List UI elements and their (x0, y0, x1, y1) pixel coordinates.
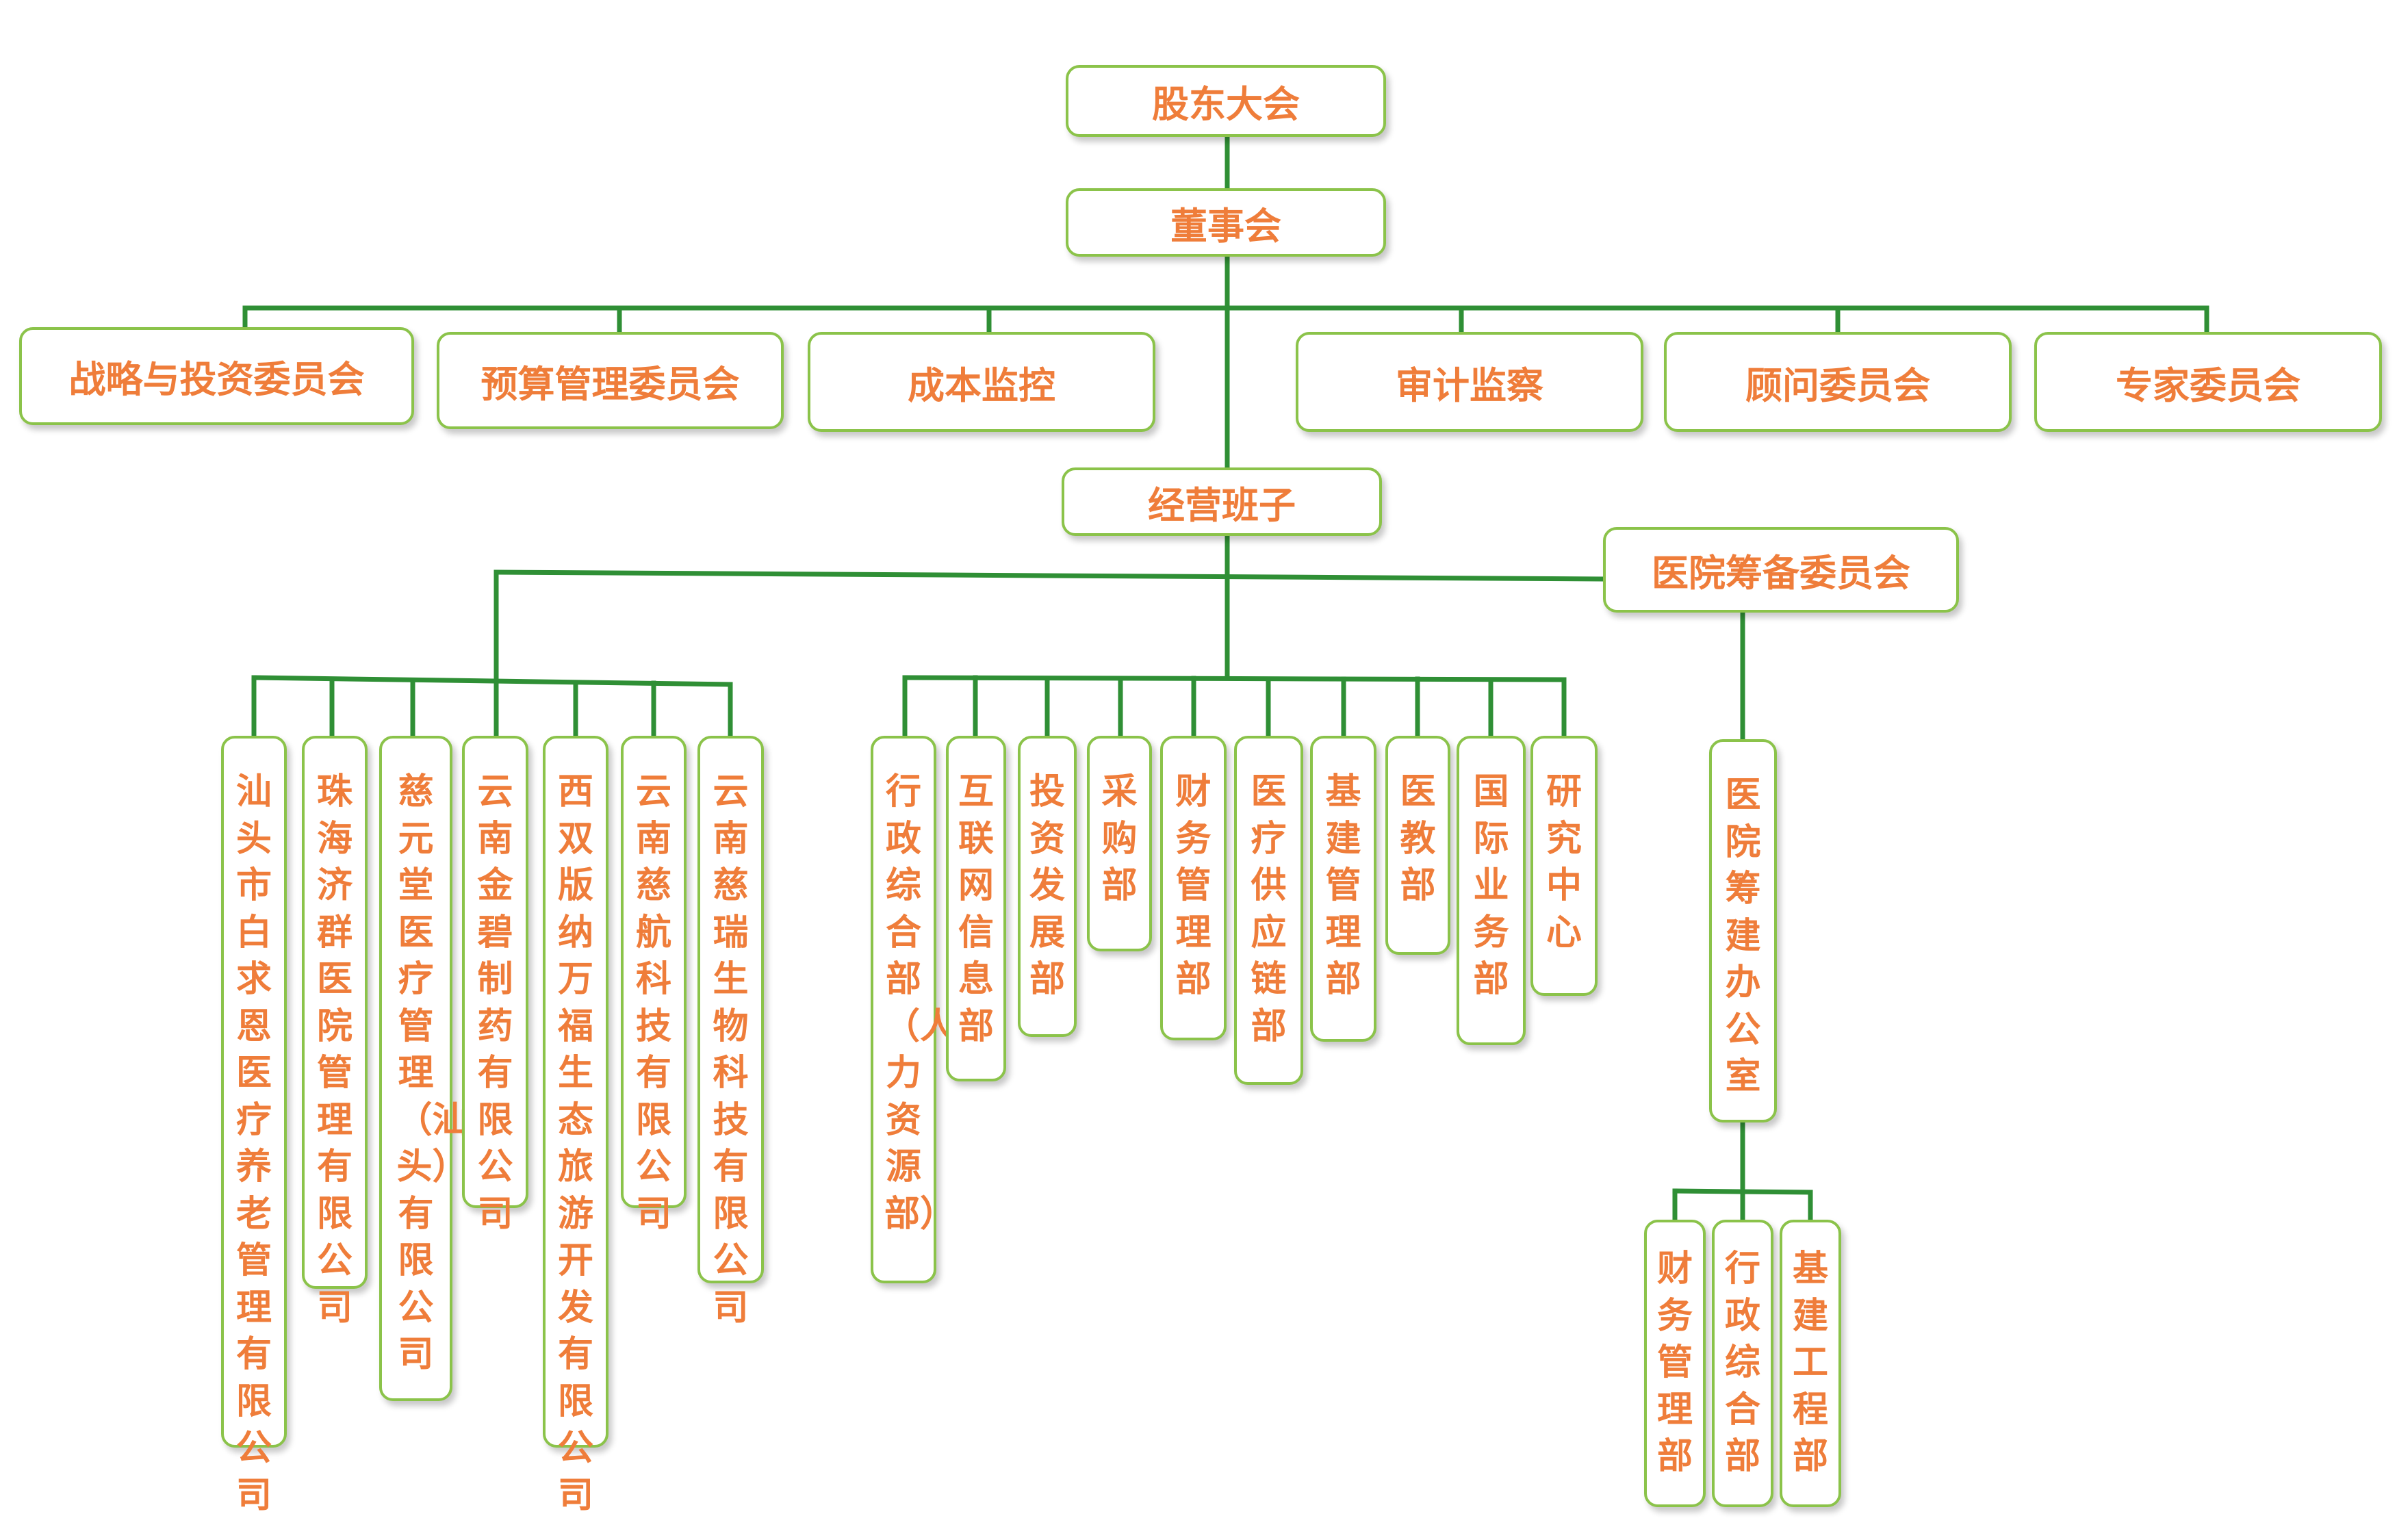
office-department-label: 基建工程部 (1792, 1248, 1828, 1477)
department-label: 基建管理部 (1325, 771, 1361, 1000)
department-label: 互联网信息部 (958, 771, 994, 1047)
node-label: 股东大会 (1152, 83, 1300, 126)
subsidiary-label: 云南金碧制药有限公司 (477, 771, 513, 1235)
connector-line (494, 569, 1606, 582)
subsidiary-node: 汕头市白求恩医疗养老管理有限公司 (221, 736, 287, 1516)
subsidiary-node: 云南金碧制药有限公司 (462, 736, 528, 1235)
department-node: 医疗供应链部 (1234, 736, 1303, 1085)
management-team-node: 经营班子 (1062, 467, 1382, 536)
department-label: 国际业务部 (1473, 771, 1509, 1000)
department-label: 投资发展部 (1029, 771, 1065, 1000)
committee-label: 审计监察 (1396, 363, 1543, 407)
department-label: 行政综合部（人力资源部） (884, 771, 956, 1235)
subsidiary-node: 慈元堂医疗管理（汕头）有限公司 (379, 736, 468, 1401)
committee-node: 顾问委员会 (1664, 332, 2012, 432)
subsidiary-node: 云南慈航科技有限公司 (621, 736, 687, 1235)
node-label: 经营班子 (1148, 483, 1296, 527)
node-label: 董事会 (1170, 204, 1281, 248)
department-label: 医教部 (1400, 771, 1436, 906)
committee-label: 顾问委员会 (1745, 363, 1930, 407)
committee-node: 成本监控 (808, 332, 1155, 432)
shareholders-meeting-node: 股东大会 (1066, 65, 1386, 137)
subsidiary-node: 西双版纳万福生态旅游开发有限公司 (543, 736, 608, 1516)
committee-node: 战略与投资委员会 (19, 327, 414, 425)
committee-node: 专家委员会 (2034, 332, 2382, 432)
department-label: 采购部 (1101, 771, 1138, 906)
subsidiary-label: 珠海济群医院管理有限公司 (316, 771, 352, 1329)
hospital-prep-committee-node: 医院筹备委员会 (1603, 527, 1959, 613)
subsidiary-node: 珠海济群医院管理有限公司 (302, 736, 368, 1329)
department-node: 国际业务部 (1457, 736, 1526, 1045)
department-node: 研究中心 (1530, 736, 1598, 996)
committee-label: 预算管理委员会 (480, 362, 740, 406)
committee-node: 预算管理委员会 (437, 332, 784, 429)
board-node: 董事会 (1066, 188, 1386, 257)
node-label: 医院筹建办公室 (1725, 775, 1761, 1097)
committee-label: 战略与投资委员会 (68, 358, 365, 401)
subsidiary-label: 云南慈航科技有限公司 (635, 771, 671, 1235)
connector-line (251, 675, 733, 687)
committee-node: 审计监察 (1296, 332, 1643, 432)
subsidiary-label: 慈元堂医疗管理（汕头）有限公司 (396, 771, 468, 1375)
department-node: 行政综合部（人力资源部） (871, 736, 956, 1283)
subsidiary-label: 西双版纳万福生态旅游开发有限公司 (557, 771, 593, 1516)
node-label: 医院筹备委员会 (1652, 552, 1910, 595)
subsidiary-label: 云南慈瑞生物科技有限公司 (713, 771, 749, 1329)
hospital-prep-office-node: 医院筹建办公室 (1709, 739, 1777, 1122)
office-department-node: 行政综合部 (1712, 1220, 1773, 1507)
office-department-label: 财务管理部 (1656, 1248, 1693, 1477)
department-node: 采购部 (1087, 736, 1152, 951)
subsidiary-label: 汕头市白求恩医疗养老管理有限公司 (235, 771, 272, 1516)
committee-label: 成本监控 (908, 363, 1055, 407)
office-department-label: 行政综合部 (1724, 1248, 1760, 1477)
committee-label: 专家委员会 (2116, 363, 2300, 407)
department-label: 财务管理部 (1175, 771, 1212, 1000)
department-node: 医教部 (1385, 736, 1450, 955)
department-label: 医疗供应链部 (1251, 771, 1287, 1047)
subsidiary-node: 云南慈瑞生物科技有限公司 (697, 736, 764, 1329)
department-node: 互联网信息部 (946, 736, 1006, 1081)
department-node: 基建管理部 (1310, 736, 1376, 1042)
office-department-node: 基建工程部 (1780, 1220, 1841, 1507)
office-department-node: 财务管理部 (1644, 1220, 1706, 1507)
connector-line (902, 675, 1567, 682)
department-node: 投资发展部 (1018, 736, 1077, 1037)
department-node: 财务管理部 (1160, 736, 1227, 1040)
department-label: 研究中心 (1546, 771, 1582, 953)
